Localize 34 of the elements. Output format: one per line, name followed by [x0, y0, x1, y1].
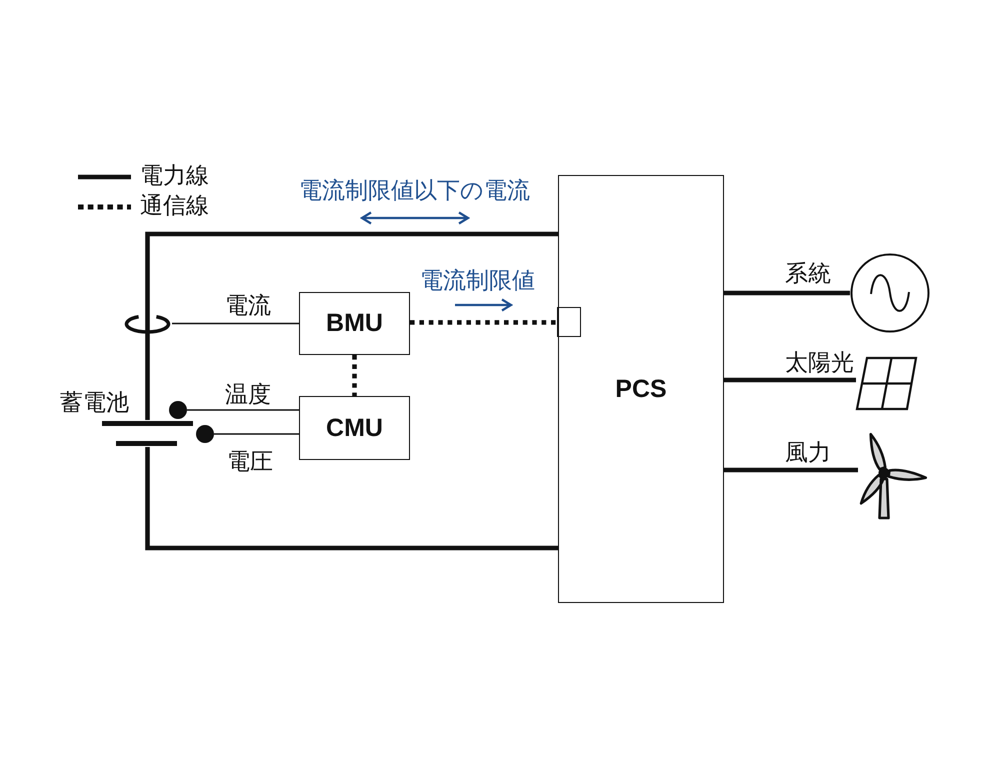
node-caption: 風力 — [785, 439, 831, 467]
ac-source-icon — [850, 253, 930, 333]
node-caption: 系統 — [785, 260, 831, 288]
edge-label: 温度 — [225, 381, 271, 409]
solar-panel-icon — [856, 356, 918, 411]
unit-label: PCS — [615, 374, 667, 404]
power-line — [145, 447, 558, 550]
legend-label: 電力線 — [140, 162, 209, 190]
node-caption: 蓄電池 — [60, 389, 129, 417]
battery-icon — [102, 420, 193, 447]
sensor-dot-icon — [196, 425, 214, 443]
annotation: 電流制限値 — [420, 267, 535, 295]
power-line — [145, 334, 150, 420]
power-line — [724, 378, 856, 382]
unit-box: BMU — [299, 292, 410, 355]
power-line — [145, 232, 558, 314]
clamp-ring-icon — [123, 314, 172, 334]
power-line — [724, 290, 850, 296]
wind-turbine-icon — [858, 430, 930, 520]
dotted-line — [352, 355, 357, 396]
edge-label: 電流 — [225, 292, 271, 320]
annotation: 電流制限値以下の電流 — [299, 177, 530, 205]
node-caption: 太陽光 — [785, 349, 854, 377]
edge-label: 電圧 — [227, 448, 273, 476]
legend-label: 通信線 — [140, 192, 209, 220]
sensor-dot-icon — [169, 401, 187, 419]
signal-line — [172, 322, 299, 324]
unit-box: CMU — [299, 396, 410, 460]
dotted-line — [410, 320, 558, 325]
port-box — [557, 307, 582, 338]
converter-box — [558, 175, 724, 603]
signal-line — [214, 433, 299, 435]
signal-line — [187, 409, 299, 411]
power-line — [724, 468, 858, 472]
